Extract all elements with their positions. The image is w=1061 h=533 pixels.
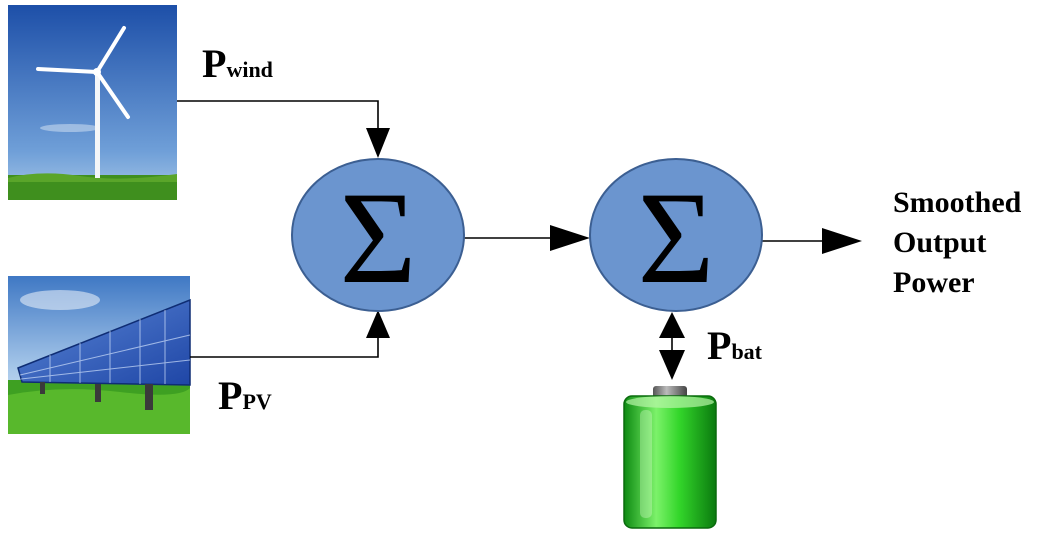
sum-symbol-2: Σ — [638, 164, 715, 311]
wind-arrow-icon — [366, 128, 390, 158]
battery-icon — [623, 386, 717, 529]
output-arrow-icon — [822, 228, 862, 254]
summer-1: Σ — [291, 158, 465, 312]
output-label-line3: Power — [893, 266, 975, 299]
summer-2: Σ — [589, 158, 763, 312]
pv-arrow-icon — [366, 310, 390, 338]
sum2-input-arrow-icon — [550, 225, 590, 251]
connectors — [177, 100, 828, 368]
bat-up-arrow-icon — [659, 312, 685, 338]
wind-connector — [177, 100, 379, 128]
output-label-line1: Smoothed — [893, 186, 1022, 219]
bat-down-arrow-icon — [659, 350, 685, 380]
sum-symbol-1: Σ — [340, 164, 417, 311]
p-wind-label: Pwind — [202, 41, 273, 86]
output-label: Smoothed Output Power — [893, 183, 1021, 303]
pv-connector — [190, 338, 379, 358]
p-pv-label: PPV — [218, 373, 272, 418]
solar-panel-photo — [8, 276, 191, 434]
output-label-line2: Output — [893, 226, 987, 259]
wind-turbine-photo — [8, 5, 177, 200]
p-bat-label: Pbat — [707, 323, 762, 368]
arrowheads — [366, 128, 862, 380]
